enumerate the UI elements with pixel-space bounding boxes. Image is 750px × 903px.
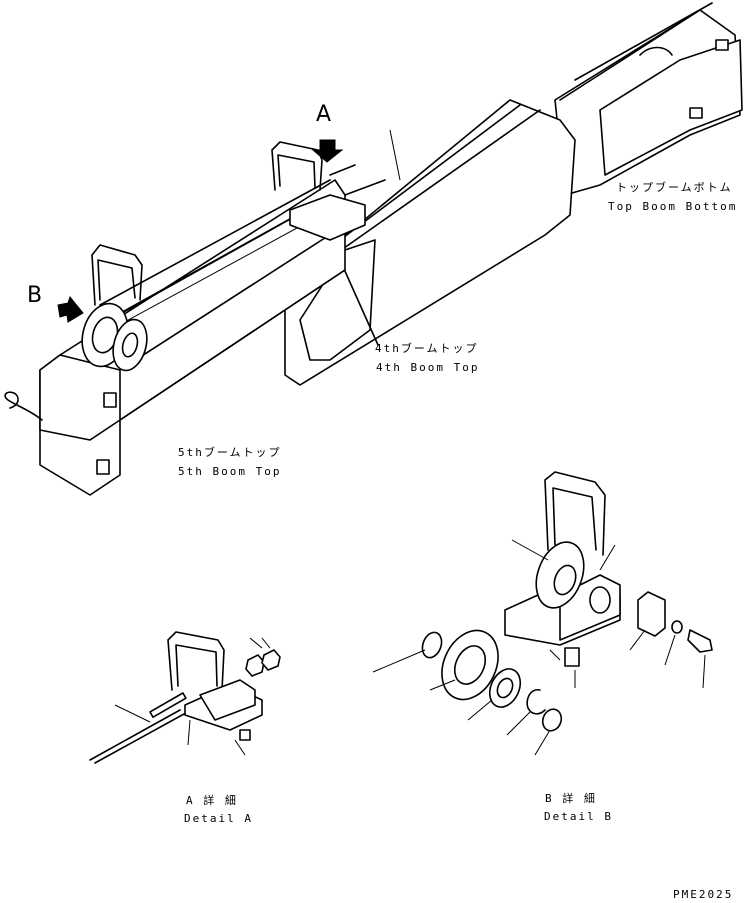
callout-arrow-b xyxy=(57,295,84,323)
detail-b-drawing xyxy=(372,471,713,756)
fourth-boom-top-label-en: 4th Boom Top xyxy=(376,361,480,374)
fifth-boom-top-label-jp: 5thブームトップ xyxy=(178,446,282,459)
fourth-boom-top-label-jp: 4thブームトップ xyxy=(375,342,479,355)
top-boom xyxy=(554,2,743,196)
detail-a-label-en: Detail A xyxy=(184,812,253,825)
drawing-code: PME2025 xyxy=(673,888,734,901)
fourth-boom xyxy=(284,99,576,386)
top-boom-bottom-label-jp: トップブームボトム xyxy=(616,181,733,194)
detail-b-label-jp: B 詳 細 xyxy=(545,792,597,805)
top-boom-bottom-label-en: Top Boom Bottom xyxy=(608,200,738,213)
callout-a-label: A xyxy=(316,102,332,127)
detail-b-label-en: Detail B xyxy=(544,810,613,823)
callout-arrow-a xyxy=(311,139,344,163)
detail-a-drawing xyxy=(89,631,281,764)
fifth-boom xyxy=(4,179,346,496)
fourth-boom-head xyxy=(271,141,386,241)
fifth-boom-top-label-en: 5th Boom Top xyxy=(178,465,282,478)
callout-b-label: B xyxy=(27,283,43,308)
fifth-boom-head xyxy=(81,244,148,372)
detail-a-label-jp: A 詳 細 xyxy=(186,794,238,807)
